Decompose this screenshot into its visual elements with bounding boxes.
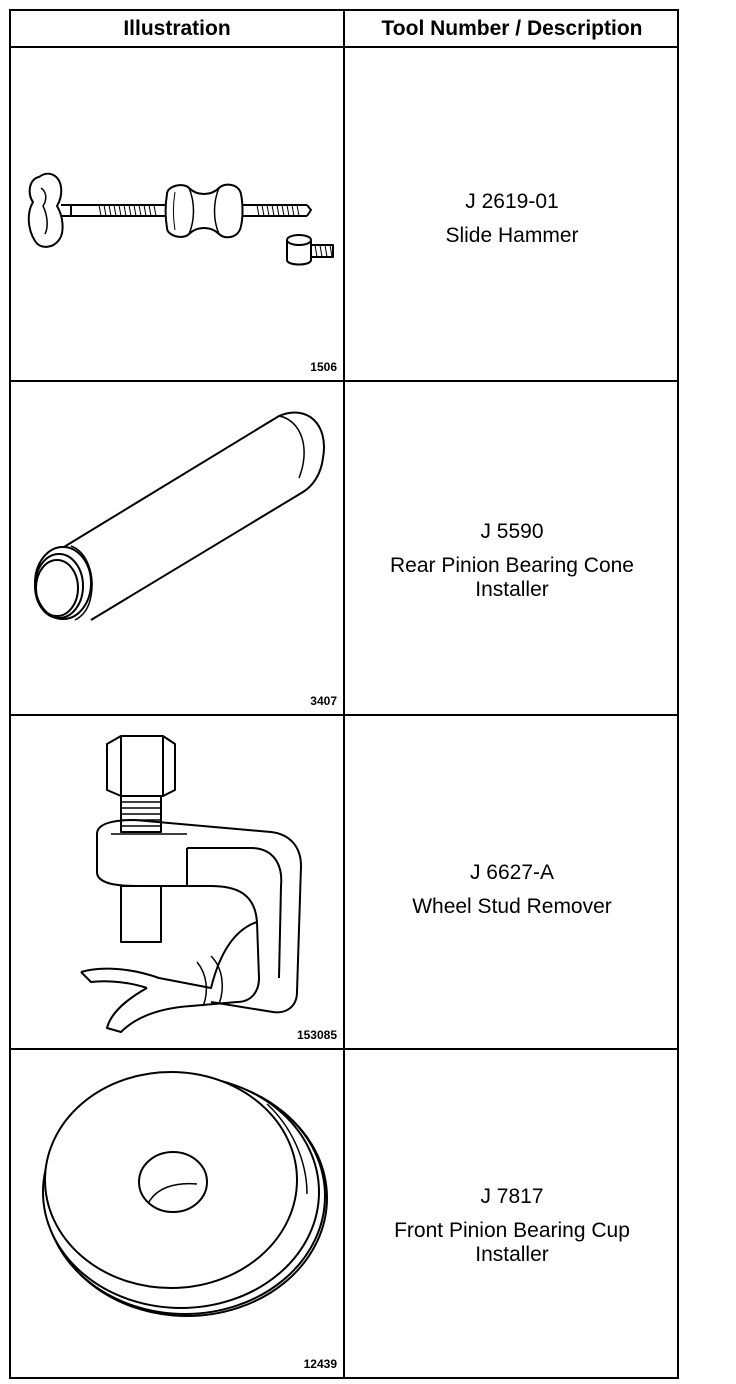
tool-name-line: Rear Pinion Bearing Cone (390, 554, 634, 577)
illustration-cell: 12439 (11, 1050, 343, 1377)
figure-number: 153085 (296, 1028, 337, 1042)
table-row: 12439 J 7817 Front Pinion Bearing Cup In… (11, 1050, 677, 1377)
tool-table: Illustration Tool Number / Description (9, 9, 679, 1379)
table-row: 3407 J 5590 Rear Pinion Bearing Cone Ins… (11, 382, 677, 716)
table-row: 1506 J 2619-01 Slide Hammer (11, 48, 677, 382)
tool-description: J 5590 Rear Pinion Bearing Cone Installe… (345, 520, 679, 602)
illustration-cell: 3407 (11, 382, 343, 714)
illustration-cell: 153085 (11, 716, 343, 1048)
tool-number: J 2619-01 (465, 190, 559, 213)
tool-description: J 2619-01 Slide Hammer (345, 190, 679, 248)
tool-name-line: Installer (475, 1243, 549, 1266)
column-divider (343, 11, 345, 1377)
tool-column-header: Tool Number / Description (381, 17, 643, 40)
figure-number: 1506 (310, 360, 337, 374)
table-row: 153085 J 6627-A Wheel Stud Remover (11, 716, 677, 1050)
tool-name-line: Installer (475, 578, 549, 601)
tool-description: J 7817 Front Pinion Bearing Cup Installe… (345, 1185, 679, 1267)
tool-number: J 7817 (480, 1185, 544, 1208)
illustration-cell: 1506 (11, 48, 343, 380)
illustration-column-header: Illustration (123, 17, 231, 40)
slide-hammer-icon (27, 172, 334, 266)
bearing-cone-installer-icon (34, 411, 325, 621)
wheel-stud-remover-icon (80, 735, 302, 1033)
tool-name-line: Wheel Stud Remover (412, 895, 612, 918)
tool-name-line: Slide Hammer (445, 224, 579, 247)
bearing-cup-installer-icon (42, 1071, 328, 1317)
tool-description: J 6627-A Wheel Stud Remover (345, 861, 679, 919)
tool-number: J 6627-A (469, 861, 555, 884)
figure-number: 12439 (303, 1357, 337, 1371)
tool-number: J 5590 (480, 520, 544, 543)
tool-name-line: Front Pinion Bearing Cup (394, 1219, 630, 1242)
figure-number: 3407 (310, 694, 337, 708)
